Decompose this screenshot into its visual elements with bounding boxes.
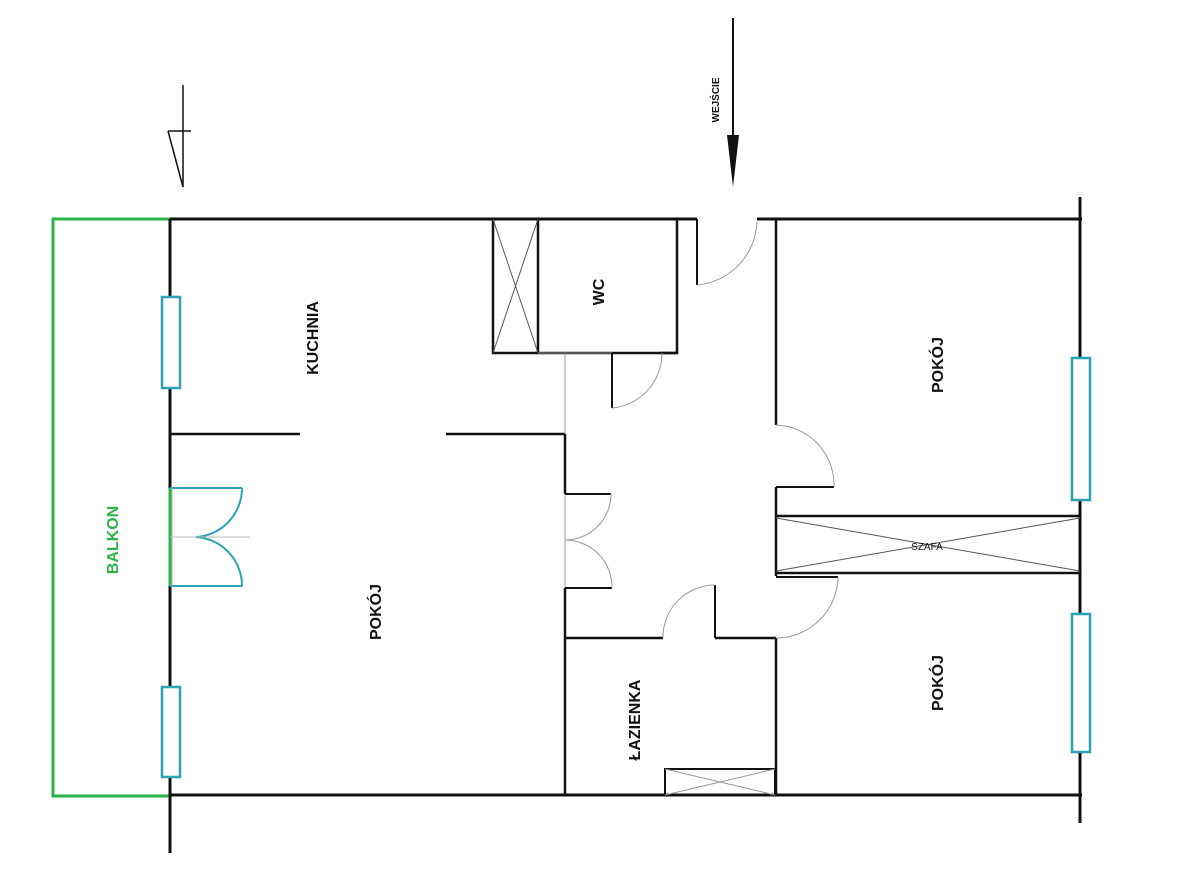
room-bottom-right-door[interactable] xyxy=(775,576,839,639)
room-top-right-door[interactable] xyxy=(775,424,835,488)
bathroom-cabinet xyxy=(664,768,776,796)
room-top-right-label: POKÓJ xyxy=(928,337,947,393)
shaft-cabinet xyxy=(492,218,539,354)
window-kitchen xyxy=(160,295,182,390)
living-room-double-door[interactable] xyxy=(564,493,613,589)
wardrobe-label: SZAFA xyxy=(911,542,943,553)
entrance-door[interactable] xyxy=(696,219,758,286)
room-bottom-right-label: POKÓJ xyxy=(928,655,947,711)
living-room-label: POKÓJ xyxy=(366,584,385,640)
kitchen-label: KUCHNIA xyxy=(305,301,322,375)
entrance-arrow-icon xyxy=(727,18,739,187)
window-living xyxy=(160,685,182,779)
wc-door[interactable] xyxy=(611,351,677,409)
wc-label: WC xyxy=(591,278,608,305)
entrance-label: WEJŚCIE xyxy=(709,77,722,122)
balcony-outline xyxy=(51,217,172,798)
north-arrow-icon xyxy=(167,85,191,188)
window-room-top-right xyxy=(1070,356,1092,502)
bathroom-door[interactable] xyxy=(662,584,716,639)
outer-walls xyxy=(168,197,1082,853)
balcony-door[interactable] xyxy=(170,487,250,587)
bathroom-label: ŁAZIENKA xyxy=(627,679,644,760)
interior-walls xyxy=(170,217,1080,795)
window-room-bottom-right xyxy=(1070,612,1092,754)
wardrobe xyxy=(775,517,1081,572)
balcony-label: BALKON xyxy=(105,506,122,574)
